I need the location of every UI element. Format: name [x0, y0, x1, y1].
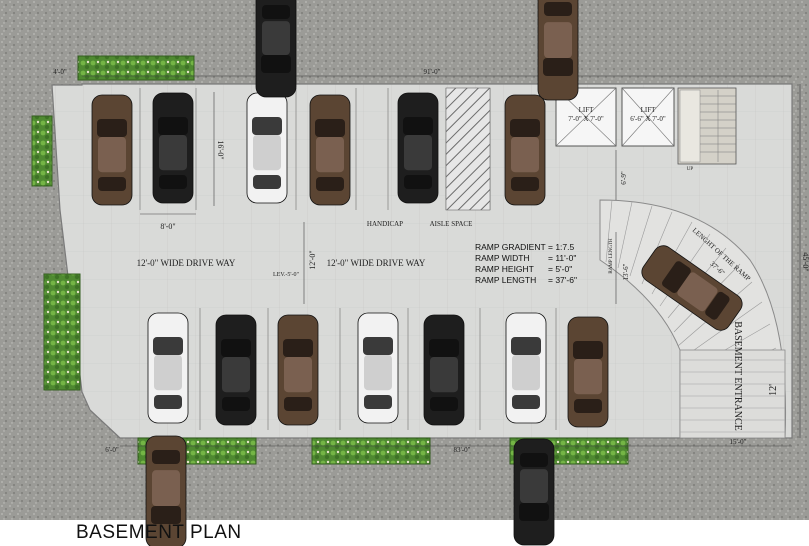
parked-cars — [91, 0, 743, 546]
parked-car — [145, 435, 187, 546]
lift-2-name: LIFT — [641, 106, 657, 114]
parked-car — [255, 0, 297, 98]
drive-way-mid: 12'-0" WIDE DRIVE WAY — [327, 258, 426, 268]
ramp-length-vertical: RAMP LENGTH — [609, 238, 614, 274]
dim-bottom-right: 15'-0" — [730, 438, 747, 446]
dim-bottom-left: 6'-0" — [105, 446, 119, 454]
dim-top-left: 4'-0" — [53, 68, 67, 76]
handicap-label: HANDICAP — [367, 220, 403, 228]
lift-1-name: LIFT — [579, 106, 595, 114]
lift-1-size: 7'-0" X 7'-0" — [568, 115, 604, 123]
lift-2 — [621, 87, 675, 147]
level-label: LEV.-5'-0" — [273, 272, 299, 278]
dim-stall-depth: 16'-0" — [216, 140, 225, 159]
parked-car — [152, 92, 194, 204]
stair-up-label: UP — [687, 167, 694, 172]
parked-car — [147, 312, 189, 424]
ramp-spec-value: = 11'-0" — [548, 253, 576, 263]
bottom-stall-lines — [199, 308, 557, 430]
parked-car — [513, 438, 555, 546]
dim-entrance: 12' — [768, 384, 779, 396]
ramp-spec-value: = 37'-6" — [548, 275, 577, 285]
entrance-stripes — [680, 359, 785, 433]
title-strip — [0, 520, 809, 546]
parked-car — [504, 94, 546, 206]
drive-way-left: 12'-0" WIDE DRIVE WAY — [137, 258, 236, 268]
top-stall-lines — [139, 88, 491, 210]
parked-car — [537, 0, 579, 101]
ramp-spec-value: = 5'-0" — [548, 264, 572, 274]
ramp-spec-key: RAMP LENGTH — [475, 275, 536, 285]
basement-entrance-label: BASEMENT ENTRANCE — [732, 321, 743, 431]
parked-car — [423, 314, 465, 426]
parked-car — [357, 312, 399, 424]
dimension-lines — [82, 75, 801, 447]
planter-left-upper — [31, 115, 53, 187]
dim-right: 45'-0" — [801, 252, 809, 271]
parked-car — [309, 94, 351, 206]
dim-top: 91'-0" — [424, 68, 441, 76]
ramp-spec-key: RAMP HEIGHT — [475, 264, 534, 274]
dim-drive-vertical: 12'-0" — [308, 250, 317, 269]
parked-car — [215, 314, 257, 426]
staircase — [677, 87, 737, 165]
planter-bottom-2 — [311, 437, 431, 465]
dim-bottom: 83'-0" — [454, 446, 471, 454]
ramp-spec-key: RAMP GRADIENT — [475, 242, 546, 252]
parked-car — [641, 245, 743, 331]
planter-left-lower — [43, 273, 81, 391]
dim-ramp-mid: 13'-6" — [622, 263, 630, 280]
ramp-spec-value: = 1:7.5 — [548, 242, 575, 252]
parked-car — [91, 94, 133, 206]
planter-top — [77, 55, 195, 81]
entrance-ramp-straight — [679, 349, 786, 439]
aisle-label: AISLE SPACE — [430, 220, 473, 228]
aisle-space-hatch — [445, 87, 491, 211]
dim-stall-width: 8'-0" — [160, 222, 175, 231]
page-title: BASEMENT PLAN — [76, 522, 242, 543]
parked-car — [567, 316, 609, 428]
dim-ramp-side: 6'-9" — [620, 171, 628, 185]
parked-car — [397, 92, 439, 204]
ramp-spec-key: RAMP WIDTH — [475, 253, 530, 263]
parked-car — [246, 92, 288, 204]
lift-2-size: 6'-6" X 7'-0" — [630, 115, 666, 123]
parked-car — [505, 312, 547, 424]
parked-car — [277, 314, 319, 426]
